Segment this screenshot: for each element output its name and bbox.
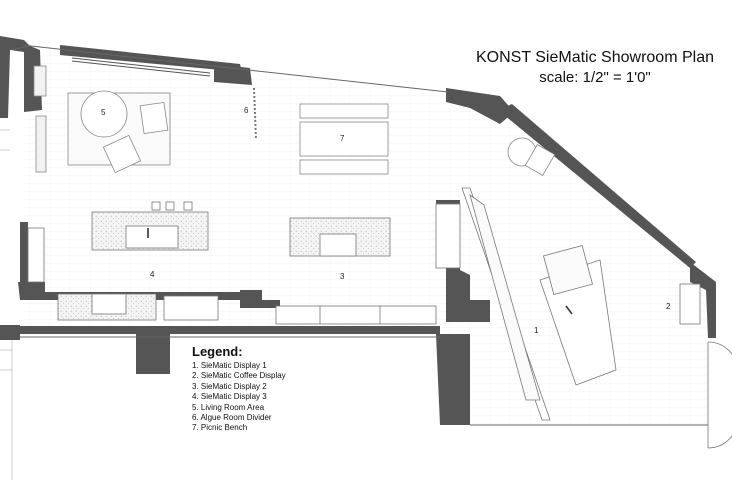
- area-label-4: 4: [150, 270, 155, 279]
- display-1: [461, 187, 617, 421]
- area-label-7: 7: [340, 134, 345, 143]
- marker-display-1: [565, 305, 573, 315]
- picnic-bench: [299, 103, 389, 175]
- area-label-3: 3: [340, 272, 345, 281]
- title-line-2: scale: 1/2" = 1'0": [539, 69, 651, 86]
- legend-list: 1. SieMatic Display 1 2. SieMatic Coffee…: [192, 361, 286, 434]
- legend-item: 2. SieMatic Coffee Display: [192, 371, 286, 381]
- island-display-4: [91, 201, 209, 251]
- legend-item: 4. SieMatic Display 3: [192, 392, 267, 402]
- area-label-5: 5: [101, 108, 106, 117]
- area-label-6: 6: [244, 106, 249, 115]
- legend-item: 6. Algue Room Divider: [192, 413, 272, 423]
- rear-counter: [57, 293, 437, 325]
- round-table: [507, 137, 556, 176]
- room-divider: [253, 87, 257, 141]
- coffee-display: [679, 283, 701, 325]
- legend: Legend: 1. SieMatic Display 1 2. SieMati…: [192, 344, 286, 434]
- living-room: [33, 65, 171, 174]
- legend-item: 1. SieMatic Display 1: [192, 361, 267, 370]
- island-display-3: [289, 217, 391, 257]
- area-label-1: 1: [534, 326, 539, 335]
- legend-item: 3. SieMatic Display 2: [192, 381, 267, 391]
- plan-title: KONST SieMatic Showroom Plan scale: 1/2"…: [470, 48, 720, 88]
- left-grid: [0, 129, 13, 480]
- area-label-2: 2: [666, 302, 671, 311]
- title-line-1: KONST SieMatic Showroom Plan: [475, 49, 714, 66]
- outlines: [20, 44, 708, 426]
- left-cabinets: [27, 203, 461, 283]
- legend-item: 5. Living Room Area: [192, 402, 265, 412]
- legend-heading: Legend:: [192, 344, 243, 359]
- legend-item: 7. Picnic Bench: [192, 423, 248, 433]
- windows: [71, 57, 211, 77]
- entry-doors: [707, 341, 732, 449]
